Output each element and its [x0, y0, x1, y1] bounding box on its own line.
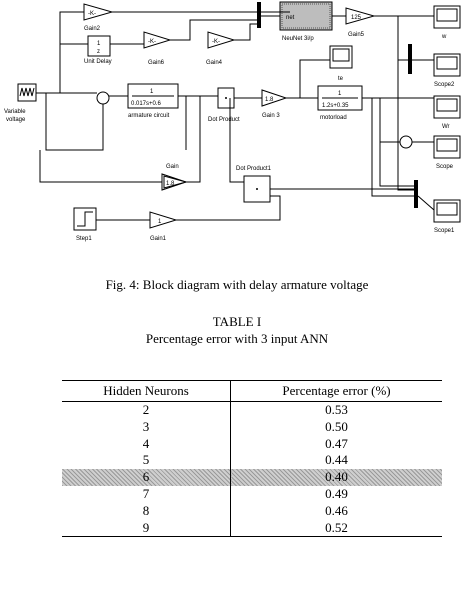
table-title: TABLE I [212, 314, 262, 329]
gain4-label: Gain4 [206, 60, 223, 66]
percentage-error-cell: 0.49 [325, 485, 348, 501]
hidden-neurons-cell: 8 [62, 502, 231, 520]
gain-feedback-value: 1.8 [166, 181, 175, 187]
scope1-label: Scope1 [434, 228, 455, 234]
scope-wr[interactable] [433, 95, 461, 119]
hidden-neurons-cell: 3 [62, 418, 231, 436]
scope2-label: Scope2 [434, 82, 455, 88]
sum-block[interactable] [96, 91, 110, 105]
scope-w-label: w [441, 34, 447, 40]
percentage-error-cell: 0.50 [325, 418, 348, 434]
motorload-label: motorload [320, 115, 347, 121]
scope-w[interactable] [433, 5, 461, 29]
variable-voltage-label: Variable [4, 109, 26, 115]
table-subtitle: Percentage error with 3 input ANN [145, 331, 329, 346]
table-header-row: Hidden Neurons Percentage error (%) [62, 380, 442, 402]
neunet-text: net [286, 15, 295, 21]
gain2-value: -K- [88, 11, 96, 17]
unit-delay-block[interactable] [87, 35, 111, 57]
neunet-block[interactable] [279, 1, 333, 31]
scope[interactable] [433, 135, 461, 159]
gain3-value: 1.8 [265, 97, 274, 103]
gain5-label: Gain5 [348, 32, 365, 38]
motorload-num: 1 [338, 91, 342, 97]
gain2-label: Gain2 [84, 26, 101, 32]
figure-caption: Fig. 4: Block diagram with delay armatur… [105, 277, 369, 292]
gain5-value: 125 [351, 15, 362, 21]
scope1[interactable] [433, 199, 461, 223]
gain1-block[interactable] [149, 211, 178, 229]
percentage-error-cell: 0.52 [230, 519, 442, 538]
te-scope-label: te [338, 76, 344, 82]
gain6-block[interactable] [143, 31, 172, 49]
header-percentage-error: Percentage error (%) [230, 380, 442, 402]
dot-product-label: Dot Product [208, 117, 240, 123]
gain6-value: -K- [148, 39, 156, 45]
header-hidden-neurons: Hidden Neurons [62, 380, 231, 402]
hidden-neurons-cell: 9 [62, 519, 231, 538]
mux-block[interactable] [257, 2, 261, 28]
gain4-value: -K- [212, 39, 220, 45]
block-diagram: Variable voltage -K- Gain2 1 z Unit Dela… [4, 1, 461, 242]
scope-wr-label: Wr [442, 124, 450, 130]
hidden-neurons-cell: 4 [62, 435, 231, 453]
percentage-error-cell: 0.53 [325, 402, 348, 417]
armature-den: 0.017s+0.6 [131, 101, 162, 107]
gain3-label: Gain 3 [262, 113, 280, 119]
percentage-error-cell: 0.47 [325, 435, 348, 451]
unit-delay-label: Unit Delay [84, 59, 112, 65]
gain-feedback-label: Gain [166, 164, 179, 170]
gain6-label: Gain6 [148, 60, 165, 66]
variable-voltage-label: voltage [6, 117, 26, 123]
hidden-neurons-cell: 5 [62, 452, 231, 470]
gain1-value: 1 [158, 219, 162, 225]
gain1-label: Gain1 [150, 236, 167, 242]
percentage-error-cell: 0.40 [230, 469, 442, 486]
armature-label: armature circuit [128, 113, 170, 119]
motorload-den: 1.2s+0.35 [322, 103, 349, 109]
step1-label: Step1 [76, 236, 92, 242]
neunet-label: NeuNet 3i/p [282, 36, 314, 42]
sum-block-2[interactable] [399, 135, 413, 149]
scope2[interactable] [433, 53, 461, 77]
unit-delay-den: z [97, 49, 100, 55]
scope-label: Scope [436, 164, 454, 170]
hidden-neurons-cell: 7 [62, 485, 231, 503]
hidden-neurons-cell: 2 [62, 401, 231, 419]
variable-voltage-block[interactable] [17, 83, 37, 102]
hidden-neurons-cell: 6 [62, 469, 231, 486]
armature-num: 1 [150, 89, 154, 95]
dot-product1-label: Dot Product1 [236, 166, 272, 172]
signal-lines [36, 11, 435, 221]
percentage-error-cell: 0.46 [325, 502, 348, 518]
percentage-error-cell: 0.44 [325, 452, 348, 468]
unit-delay-num: 1 [97, 41, 101, 47]
mux-right-top[interactable] [408, 44, 412, 74]
mux-right-bottom[interactable] [414, 180, 418, 208]
gain4-block[interactable] [207, 31, 236, 49]
